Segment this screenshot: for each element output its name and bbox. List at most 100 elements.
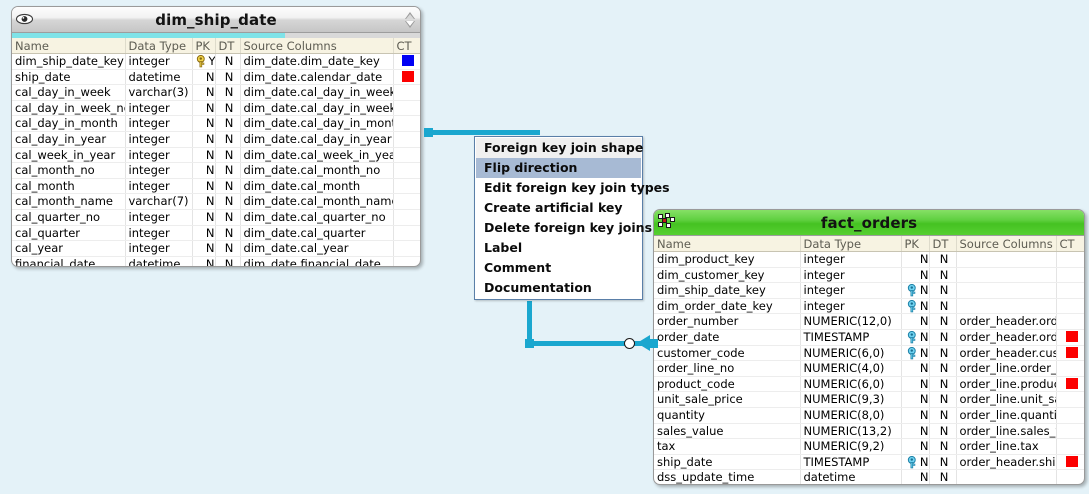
scroll-down-arrow-icon[interactable] — [404, 21, 416, 28]
column-header-pk[interactable]: PK — [901, 236, 930, 252]
join-line-top-horizontal[interactable] — [430, 130, 540, 135]
pk-flag: N — [205, 147, 215, 162]
menu-item-flip-direction[interactable]: Flip direction — [476, 158, 641, 178]
cell-change-type — [1056, 360, 1084, 377]
cell-dt-flag: N — [215, 69, 241, 86]
cell-source-column: order_header.customer_code — [956, 345, 1057, 362]
column-header-ct[interactable]: CT — [393, 38, 420, 54]
join-arrowhead-icon[interactable] — [637, 335, 650, 351]
column-header-ct[interactable]: CT — [1056, 236, 1084, 252]
cell-change-type — [1056, 423, 1084, 440]
join-optional-circle[interactable] — [624, 338, 635, 349]
column-header-pk[interactable]: PK — [192, 38, 216, 54]
cell-column-name: order_line_no — [654, 360, 801, 377]
entity-scroll-buttons[interactable] — [403, 8, 417, 32]
join-line-bottom-horizontal[interactable] — [531, 341, 651, 346]
column-header-data-type[interactable]: Data Type — [125, 38, 193, 54]
column-header-name[interactable]: Name — [654, 236, 801, 252]
pk-flag: N — [205, 256, 215, 267]
column-header-source-columns[interactable]: Source Columns — [240, 38, 394, 54]
join-endpoint-square-fact[interactable] — [649, 339, 658, 348]
menu-item-label[interactable]: Label — [476, 238, 641, 258]
primary-key-icon — [907, 299, 920, 313]
pk-flag: N — [205, 131, 215, 146]
cell-change-type — [393, 69, 420, 86]
cell-dt-flag: N — [929, 438, 957, 455]
join-line-vertical[interactable] — [527, 301, 532, 345]
table-row[interactable]: order_dateTIMESTAMPNNorder_header.order_… — [654, 329, 1084, 346]
pk-flag: N — [919, 470, 929, 485]
menu-item-comment[interactable]: Comment — [476, 258, 641, 278]
cell-change-type — [393, 84, 420, 101]
pk-flag: N — [205, 85, 215, 100]
table-row[interactable]: ship_dateTIMESTAMPNNorder_header.ship_da… — [654, 454, 1084, 471]
eye-icon[interactable] — [15, 10, 34, 29]
cell-data-type: TIMESTAMP — [800, 454, 902, 471]
cell-change-type — [1056, 454, 1084, 471]
column-header-data-type[interactable]: Data Type — [800, 236, 902, 252]
menu-item-create-artificial-key[interactable]: Create artificial key — [476, 198, 641, 218]
menu-item-documentation[interactable]: Documentation — [476, 278, 641, 298]
cell-primary-key: N — [192, 225, 216, 242]
entity-title: fact_orders — [820, 213, 918, 232]
entity-titlebar[interactable]: fact_orders — [654, 210, 1084, 236]
cell-data-type: NUMERIC(9,3) — [800, 391, 902, 408]
primary-key-icon — [196, 55, 209, 68]
cell-data-type: integer — [125, 115, 193, 132]
column-header-dt[interactable]: DT — [929, 236, 957, 252]
cell-source-column: order_line.product_code — [956, 376, 1057, 393]
cell-data-type: integer — [125, 131, 193, 148]
table-row[interactable]: quantityNUMERIC(8,0)NNorder_line.quantit… — [654, 407, 1084, 424]
cell-data-type: integer — [125, 209, 193, 226]
column-header-source-columns[interactable]: Source Columns — [956, 236, 1057, 252]
pk-flag: N — [919, 329, 929, 344]
cell-change-type — [1056, 407, 1084, 424]
cell-change-type — [393, 240, 420, 257]
join-endpoint-square-top[interactable] — [424, 128, 433, 137]
menu-item-foreign-key-join-shape[interactable]: Foreign key join shape — [476, 138, 643, 158]
cell-source-column: dim_date.cal_week_in_year — [240, 147, 394, 164]
menu-item-delete-foreign-key-joins[interactable]: Delete foreign key joins — [476, 218, 652, 238]
join-endpoint-square-bottom[interactable] — [525, 339, 534, 348]
cell-column-name: cal_month_no — [12, 162, 126, 179]
cell-primary-key: N — [901, 391, 930, 408]
cell-source-column — [956, 469, 1057, 484]
entity-titlebar[interactable]: dim_ship_date — [12, 7, 420, 33]
cell-data-type: NUMERIC(9,2) — [800, 438, 902, 455]
column-header-name[interactable]: Name — [12, 38, 126, 54]
column-header-dt[interactable]: DT — [215, 38, 241, 54]
scroll-up-arrow-icon[interactable] — [404, 12, 416, 19]
menu-item-edit-foreign-key-join-types[interactable]: Edit foreign key join types — [476, 178, 670, 198]
